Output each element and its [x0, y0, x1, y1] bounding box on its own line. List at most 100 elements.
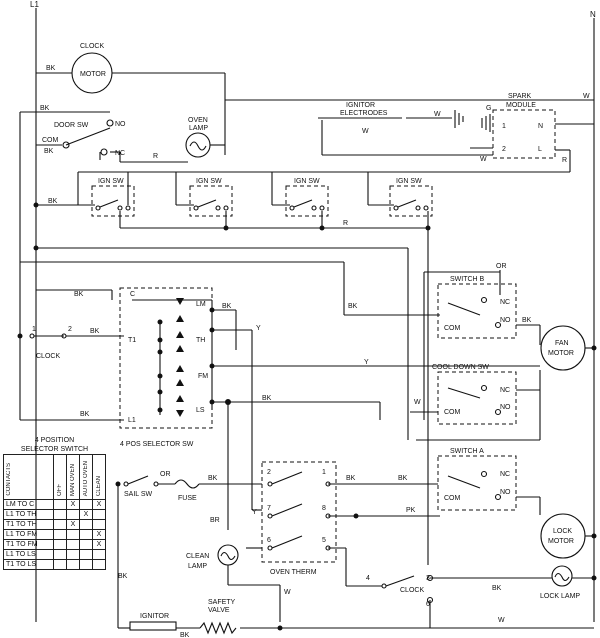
ign-sw-1 [91, 185, 135, 217]
svg-text:SWITCH A: SWITCH A [450, 448, 484, 455]
legend-title-1: 4 POSITION [34, 437, 75, 444]
clock-motor-label-2: MOTOR [80, 71, 106, 78]
svg-text:BK: BK [46, 65, 56, 72]
svg-text:OR: OR [496, 263, 507, 270]
svg-text:MOTOR: MOTOR [548, 350, 574, 357]
svg-text:BK: BK [348, 303, 358, 310]
svg-text:2: 2 [502, 146, 506, 153]
svg-text:IGN SW: IGN SW [196, 178, 222, 185]
svg-text:CLOCK: CLOCK [36, 353, 60, 360]
svg-text:1: 1 [322, 469, 326, 476]
svg-text:BK: BK [48, 198, 58, 205]
svg-text:6: 6 [267, 537, 271, 544]
svg-text:BK: BK [346, 475, 356, 482]
svg-text:LS: LS [196, 407, 205, 414]
svg-text:IGN SW: IGN SW [396, 178, 422, 185]
svg-text:LAMP: LAMP [189, 125, 208, 132]
svg-text:W: W [362, 128, 369, 135]
svg-text:L1: L1 [128, 417, 136, 424]
legend-contacts-header: CONTACTS [6, 463, 12, 496]
svg-text:BK: BK [90, 328, 100, 335]
svg-text:Y: Y [252, 509, 257, 516]
svg-text:2: 2 [267, 469, 271, 476]
switch-b [437, 283, 517, 339]
svg-text:NC: NC [500, 387, 510, 394]
svg-text:4 POS SELECTOR SW: 4 POS SELECTOR SW [120, 441, 194, 448]
svg-text:NO: NO [500, 317, 511, 324]
svg-text:4: 4 [366, 575, 370, 582]
svg-text:TH: TH [196, 337, 205, 344]
svg-text:LOCK: LOCK [553, 528, 572, 535]
svg-text:BK: BK [180, 632, 190, 638]
legend-row: L1 TO LS [3, 549, 106, 560]
svg-text:Y: Y [364, 359, 369, 366]
svg-text:PK: PK [406, 507, 416, 514]
svg-text:5: 5 [322, 537, 326, 544]
clock-motor-label-1: CLOCK [80, 43, 104, 50]
svg-text:FAN: FAN [555, 340, 569, 347]
legend-row: T1 TO LS [3, 559, 106, 570]
svg-text:G: G [486, 105, 491, 112]
svg-text:1: 1 [32, 326, 36, 333]
selector-switch-legend: 4 POSITION SELECTOR SWITCH CONTACTS OFF … [3, 436, 106, 570]
svg-text:W: W [480, 156, 487, 163]
svg-text:SAIL SW: SAIL SW [124, 491, 153, 498]
n-terminal-label: N [590, 10, 596, 19]
svg-text:BK: BK [118, 573, 128, 580]
svg-text:NO: NO [500, 489, 511, 496]
svg-text:OR: OR [160, 471, 171, 478]
svg-text:T1: T1 [128, 337, 136, 344]
svg-text:BK: BK [262, 395, 272, 402]
svg-text:R: R [153, 153, 158, 160]
svg-text:NO: NO [500, 404, 511, 411]
svg-text:NC: NC [115, 150, 125, 157]
oven-therm [261, 461, 337, 563]
svg-text:SWITCH B: SWITCH B [450, 276, 485, 283]
svg-text:SAFETY: SAFETY [208, 599, 236, 606]
svg-text:COM: COM [444, 409, 461, 416]
svg-text:BK: BK [74, 291, 84, 298]
svg-text:MOTOR: MOTOR [548, 538, 574, 545]
svg-text:BK: BK [222, 303, 232, 310]
svg-text:CLEAN: CLEAN [186, 553, 209, 560]
svg-text:OVEN THERM: OVEN THERM [270, 569, 317, 576]
svg-text:BK: BK [522, 317, 532, 324]
legend-title-2: SELECTOR SWITCH [20, 446, 89, 453]
svg-text:7: 7 [267, 505, 271, 512]
svg-text:8: 8 [322, 505, 326, 512]
lock-lamp [551, 565, 573, 587]
svg-text:COM: COM [444, 325, 461, 332]
svg-text:COM: COM [444, 495, 461, 502]
svg-text:BK: BK [44, 148, 54, 155]
svg-text:IGN SW: IGN SW [294, 178, 320, 185]
svg-text:W: W [498, 617, 505, 624]
door-sw-label: DOOR SW [54, 122, 89, 129]
svg-text:IGN SW: IGN SW [98, 178, 124, 185]
svg-text:MODULE: MODULE [506, 102, 536, 109]
svg-text:COOL DOWN SW: COOL DOWN SW [432, 364, 489, 371]
svg-text:2: 2 [68, 326, 72, 333]
svg-text:W: W [414, 399, 421, 406]
cool-down-sw [437, 371, 517, 425]
svg-text:FM: FM [198, 373, 208, 380]
svg-text:NO: NO [115, 121, 126, 128]
svg-text:1: 1 [502, 123, 506, 130]
svg-text:SPARK: SPARK [508, 93, 532, 100]
svg-text:IGNITOR: IGNITOR [140, 613, 169, 620]
svg-text:LM: LM [196, 301, 206, 308]
svg-text:BK: BK [492, 585, 502, 592]
svg-text:LAMP: LAMP [188, 563, 207, 570]
switch-a [437, 455, 517, 511]
svg-text:COM: COM [42, 137, 59, 144]
safety-valve [199, 621, 237, 635]
svg-text:BK: BK [208, 475, 218, 482]
svg-text:NC: NC [500, 299, 510, 306]
svg-text:BR: BR [210, 517, 220, 524]
svg-text:NC: NC [500, 471, 510, 478]
svg-text:BK: BK [40, 105, 50, 112]
svg-text:W: W [583, 93, 590, 100]
